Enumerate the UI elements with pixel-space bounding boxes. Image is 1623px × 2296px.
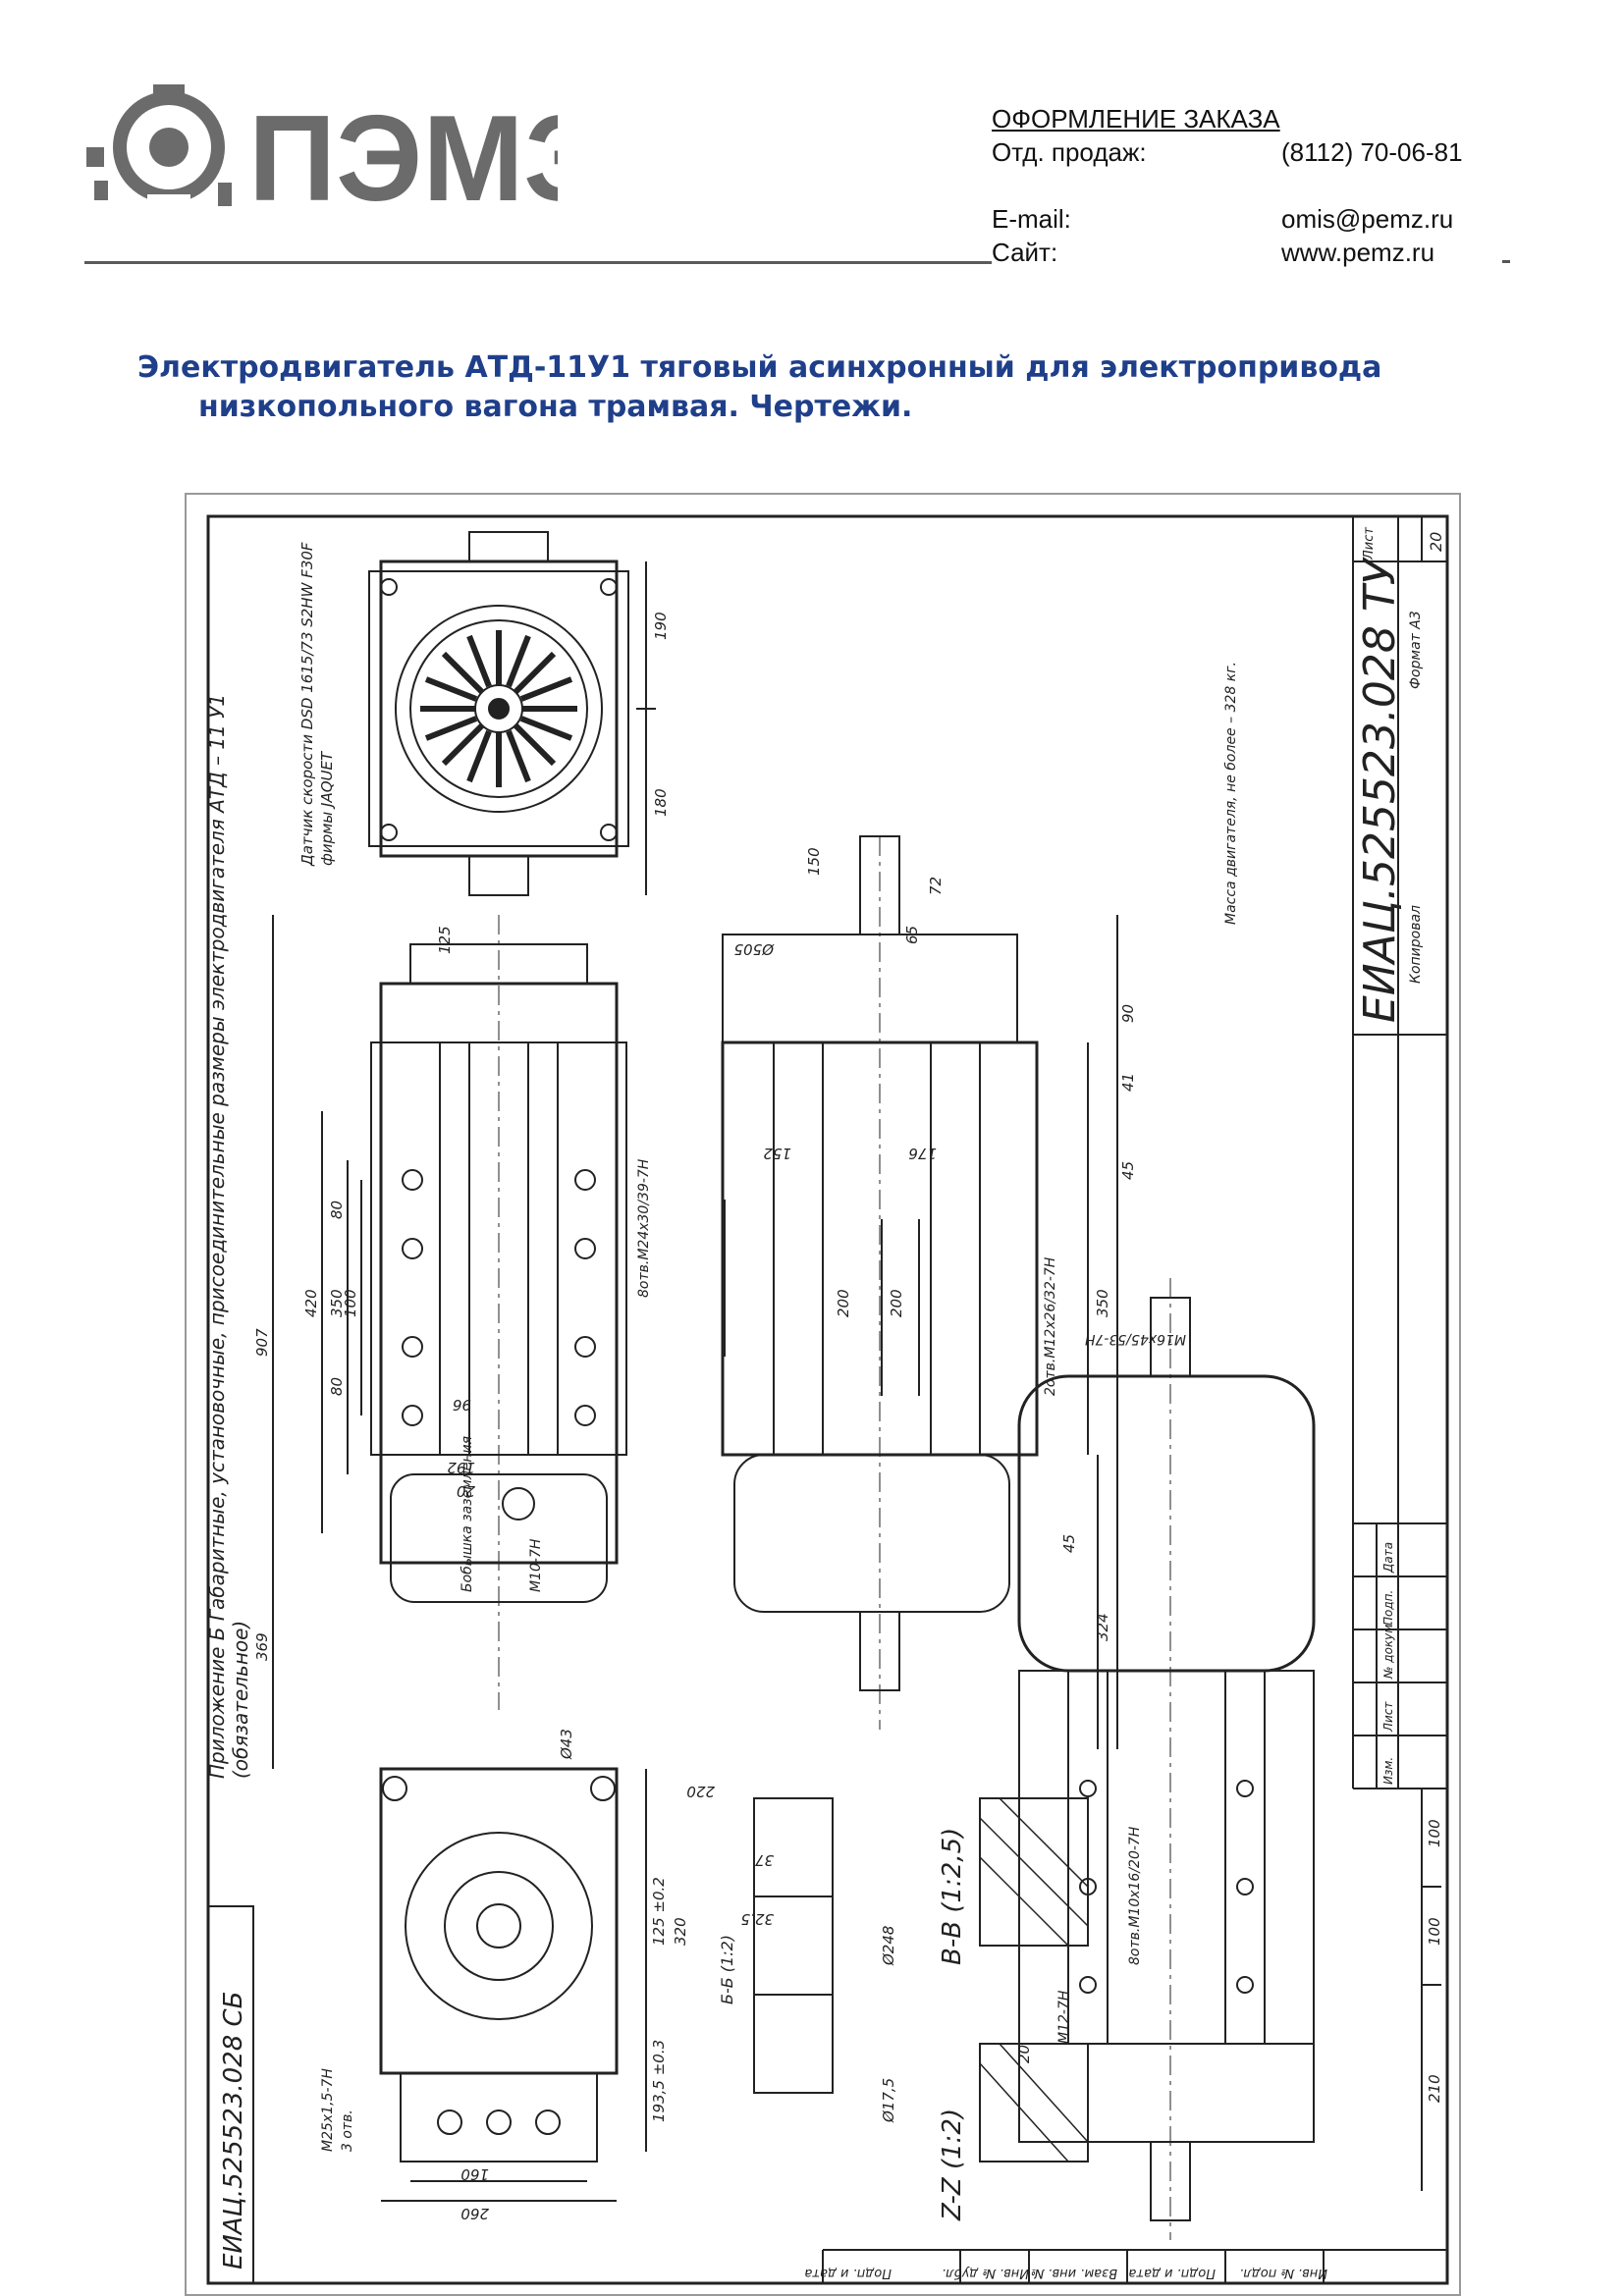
dim-100-b: 100 xyxy=(1426,1917,1443,1946)
dim-90: 90 xyxy=(1119,1004,1137,1023)
plan-view-right xyxy=(1017,1278,1441,2240)
label-m10: M10-7H xyxy=(528,1538,544,1592)
section-details xyxy=(753,1797,1089,2163)
dim-100-a: 100 xyxy=(1426,1819,1443,1847)
dim-324: 324 xyxy=(1094,1613,1111,1641)
label-m12: M12-7H xyxy=(1056,1990,1072,2044)
stamp-col-list: Лист xyxy=(1381,1701,1395,1733)
dim-80-top: 80 xyxy=(328,1201,346,1219)
dim-41: 41 xyxy=(1119,1073,1137,1092)
email-link[interactable]: omis@pemz.ru xyxy=(1281,204,1454,234)
bottom-col-2: Подп. и дата xyxy=(1128,2266,1216,2280)
header-divider xyxy=(84,261,992,264)
dim-37: 37 xyxy=(754,1851,774,1869)
site-label: Сайт: xyxy=(992,238,1058,267)
order-contacts: ОФОРМЛЕНИЕ ЗАКАЗА Отд. продаж: (8112) 70… xyxy=(992,102,1502,269)
sales-label: Отд. продаж: xyxy=(992,137,1147,167)
page-title: Электродвигатель АТД-11У1 тяговый асинхр… xyxy=(137,348,1512,427)
stamp-col-date: Дата xyxy=(1381,1542,1395,1574)
section-b-label: Б-Б (1:2) xyxy=(718,1935,736,2004)
label-8holes-m10: 8отв.M10x16/20-7H xyxy=(1127,1826,1143,1965)
dim-80-bottom: 80 xyxy=(328,1377,346,1396)
bottom-col-4: Инв. № дубл. xyxy=(942,2266,1029,2280)
dim-320: 320 xyxy=(672,1917,689,1946)
appendix-note: (обязательное) xyxy=(229,1621,252,1779)
sales-phone[interactable]: (8112) 70-06-81 xyxy=(1281,137,1463,167)
dim-192: 192 xyxy=(447,1459,475,1476)
sheet-label: Лист xyxy=(1362,527,1377,561)
dim-176: 176 xyxy=(908,1145,937,1162)
section-bb-label: В-В (1:2,5) xyxy=(938,1828,967,1965)
order-heading: ОФОРМЛЕНИЕ ЗАКАЗА xyxy=(992,104,1280,133)
dim-350-left: 350 xyxy=(328,1289,346,1317)
dim-180: 180 xyxy=(652,788,670,817)
site-link[interactable]: www.pemz.ru xyxy=(1281,238,1435,267)
dim-125-top: 125 xyxy=(436,926,454,954)
technical-drawing: Приложение Б Габаритные, установочные, п… xyxy=(185,493,1461,2296)
gear-logo-icon: ПЭМЗ xyxy=(86,84,558,212)
side-view-left xyxy=(272,915,627,1769)
logo-wordmark: ПЭМЗ xyxy=(248,91,558,212)
dim-45-top: 45 xyxy=(1119,1161,1137,1180)
bottom-col-1: Инв. № подл. xyxy=(1239,2266,1327,2280)
email-label: E-mail: xyxy=(992,204,1071,234)
format-label: Формат А3 xyxy=(1408,611,1424,689)
dim-160: 160 xyxy=(460,2165,489,2183)
label-8holes-m24: 8отв.M24x30/39-7H xyxy=(636,1158,652,1298)
label-m25: M25x1,5-7H xyxy=(320,2068,336,2152)
bottom-col-3: Взам. инв. № xyxy=(1031,2266,1117,2280)
dim-420: 420 xyxy=(302,1289,320,1317)
page-title-line-1: Электродвигатель АТД-11У1 тяговый асинхр… xyxy=(137,350,1382,385)
document-code: ЕИАЦ.525523.028 ТУ xyxy=(1355,556,1405,1023)
stamp-col-izm: Изм. xyxy=(1381,1757,1395,1785)
dim-125: 125 ±0.2 xyxy=(650,1877,668,1946)
dim-220: 220 xyxy=(686,1783,715,1800)
stamp-col-doc: № докум. xyxy=(1381,1621,1395,1680)
dim-d248: Ø248 xyxy=(880,1926,897,1966)
label-2holes-m12: 2отв.M12x26/32-7H xyxy=(1043,1256,1058,1396)
dim-65-top: 65 xyxy=(903,926,921,944)
bottom-col-5: Подп. и дата xyxy=(804,2266,892,2280)
mass-note: Масса двигателя, не более – 328 кг. xyxy=(1223,662,1239,925)
dim-d43: Ø43 xyxy=(558,1729,575,1760)
dim-100: 100 xyxy=(342,1289,359,1317)
dim-193-5: 193,5 ±0.3 xyxy=(650,2040,668,2122)
header-dash xyxy=(1502,260,1510,263)
dim-200-a: 200 xyxy=(835,1289,852,1317)
dim-96: 96 xyxy=(453,1396,471,1414)
stamp-col-sign: Подп. xyxy=(1381,1590,1395,1626)
dim-20: 20 xyxy=(457,1482,475,1500)
dim-45-bottom: 45 xyxy=(1060,1534,1078,1553)
label-m16-top: M16x45/53-7H xyxy=(1085,1331,1186,1347)
page-title-line-2: низкопольного вагона трамвая. Чертежи. xyxy=(198,390,913,424)
dim-210: 210 xyxy=(1426,2074,1443,2103)
section-zz-label: Z-Z (1:2) xyxy=(938,2109,967,2221)
end-view-bottom xyxy=(379,1767,647,2202)
copied-label: Копировал xyxy=(1408,905,1424,984)
side-document-code: ЕИАЦ.525523.028 СБ xyxy=(219,1991,248,2269)
dim-d505: Ø505 xyxy=(734,940,775,958)
pemz-logo: ПЭМЗ xyxy=(86,84,558,212)
dim-20-small: 20 xyxy=(1015,2045,1033,2063)
dim-350-centre: 350 xyxy=(1094,1289,1111,1317)
dim-190: 190 xyxy=(652,612,670,640)
dim-d17-5: Ø17,5 xyxy=(880,2078,897,2123)
dim-200-b: 200 xyxy=(888,1289,905,1317)
speed-sensor-maker: фирмы JAQUET xyxy=(318,750,336,866)
drawing-sheet: Приложение Б Габаритные, установочные, п… xyxy=(185,493,1461,2296)
dim-152: 152 xyxy=(763,1145,791,1162)
dim-72: 72 xyxy=(927,877,945,895)
label-ground-boss: Бобышка заземления xyxy=(460,1436,475,1592)
dim-260: 260 xyxy=(460,2205,489,2222)
sheet-number: 20 xyxy=(1427,532,1445,552)
end-view-fan xyxy=(368,531,656,896)
dim-32-5: 32,5 xyxy=(741,1910,774,1928)
appendix-title: Приложение Б Габаритные, установочные, п… xyxy=(205,694,229,1779)
dim-150: 150 xyxy=(805,847,823,876)
side-view-centre xyxy=(721,835,1118,1749)
label-3-holes: 3 отв. xyxy=(340,2109,355,2152)
speed-sensor-label: Датчик скорости DSD 1615/73 S2HW F30F xyxy=(298,542,316,867)
dim-369: 369 xyxy=(253,1632,271,1661)
dim-907: 907 xyxy=(253,1328,271,1357)
